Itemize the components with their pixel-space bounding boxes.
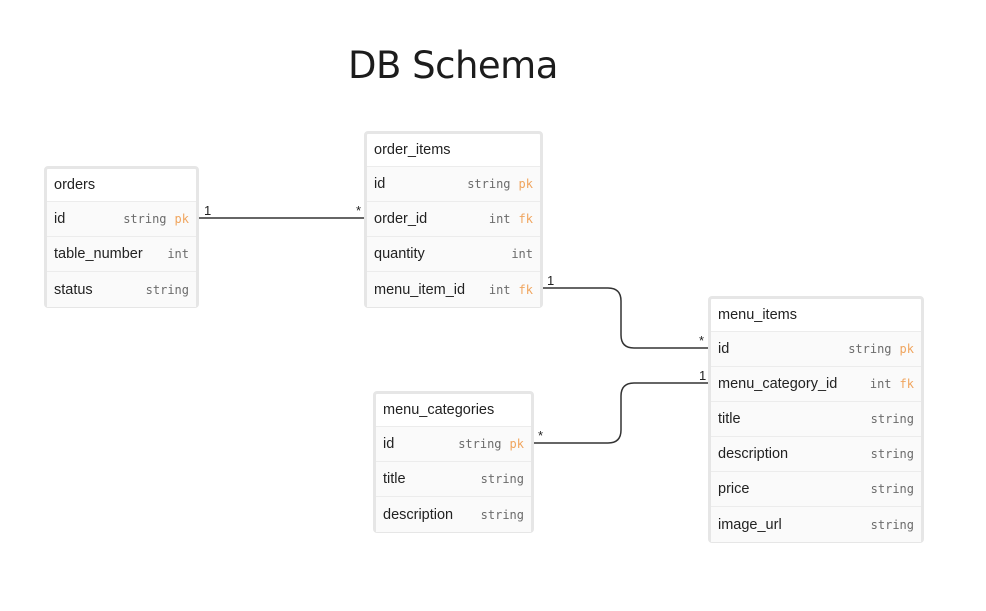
table-orders[interactable]: orders id string pk table_number int sta… (44, 166, 199, 308)
column-key: pk (509, 437, 524, 451)
table-row: price string (711, 472, 921, 507)
table-menu-items[interactable]: menu_items id string pk menu_category_id… (708, 296, 924, 543)
column-name: id (383, 436, 395, 452)
column-name: description (383, 506, 454, 523)
column-key: fk (518, 282, 533, 297)
column-type: string (848, 342, 892, 356)
column-type: string (870, 482, 914, 496)
column-name: id (374, 176, 386, 192)
column-name: price (718, 481, 750, 497)
table-row: status string (47, 272, 196, 307)
column-type: int (167, 247, 189, 261)
column-name: menu_item_id (374, 281, 466, 298)
table-row: id string pk (376, 427, 531, 462)
column-name: title (383, 471, 406, 487)
column-name: id (54, 211, 66, 227)
column-type: string (467, 177, 511, 191)
column-name: id (718, 341, 730, 357)
column-key: pk (899, 342, 914, 356)
table-row: menu_category_id int fk (711, 367, 921, 402)
table-row: title string (711, 402, 921, 437)
table-row: order_id int fk (367, 202, 540, 237)
table-row: table_number int (47, 237, 196, 272)
relation-menu-items-menu-categories (529, 382, 713, 444)
column-type: int (869, 377, 892, 391)
diagram-title: DB Schema (348, 44, 558, 87)
column-name: menu_category_id (718, 376, 838, 392)
column-name: title (718, 411, 741, 427)
table-row: title string (376, 462, 531, 497)
column-name: image_url (718, 516, 782, 533)
column-name: order_id (374, 211, 428, 227)
cardinality-label: * (356, 203, 361, 218)
column-type: int (488, 282, 511, 297)
column-type: string (480, 472, 524, 486)
table-row: id string pk (711, 332, 921, 367)
table-row: id string pk (47, 202, 196, 237)
table-header: orders (47, 169, 196, 202)
cardinality-label: * (699, 333, 704, 348)
column-name: status (54, 281, 93, 298)
table-header: menu_items (711, 299, 921, 332)
column-type: string (480, 507, 524, 522)
table-row: quantity int (367, 237, 540, 272)
relation-order-items-menu-items (538, 287, 713, 349)
column-type: int (488, 212, 511, 226)
column-type: string (870, 517, 914, 532)
column-type: string (123, 212, 167, 226)
column-key: fk (518, 212, 533, 226)
column-name: table_number (54, 246, 143, 262)
cardinality-label: 1 (204, 203, 211, 218)
table-row: description string (711, 437, 921, 472)
table-order-items[interactable]: order_items id string pk order_id int fk… (364, 131, 543, 308)
cardinality-label: * (538, 428, 543, 443)
column-key: pk (174, 212, 189, 226)
cardinality-label: 1 (547, 273, 554, 288)
table-menu-categories[interactable]: menu_categories id string pk title strin… (373, 391, 534, 533)
table-row: menu_item_id int fk (367, 272, 540, 307)
column-name: description (718, 446, 789, 462)
column-type: string (870, 412, 914, 426)
column-type: int (511, 247, 533, 261)
column-name: quantity (374, 246, 425, 262)
table-row: description string (376, 497, 531, 532)
column-type: string (145, 282, 189, 297)
table-row: id string pk (367, 167, 540, 202)
column-key: pk (518, 177, 533, 191)
column-type: string (458, 437, 502, 451)
column-type: string (870, 447, 914, 461)
table-row: image_url string (711, 507, 921, 542)
table-header: menu_categories (376, 394, 531, 427)
table-header: order_items (367, 134, 540, 167)
cardinality-label: 1 (699, 368, 706, 383)
column-key: fk (899, 377, 914, 391)
